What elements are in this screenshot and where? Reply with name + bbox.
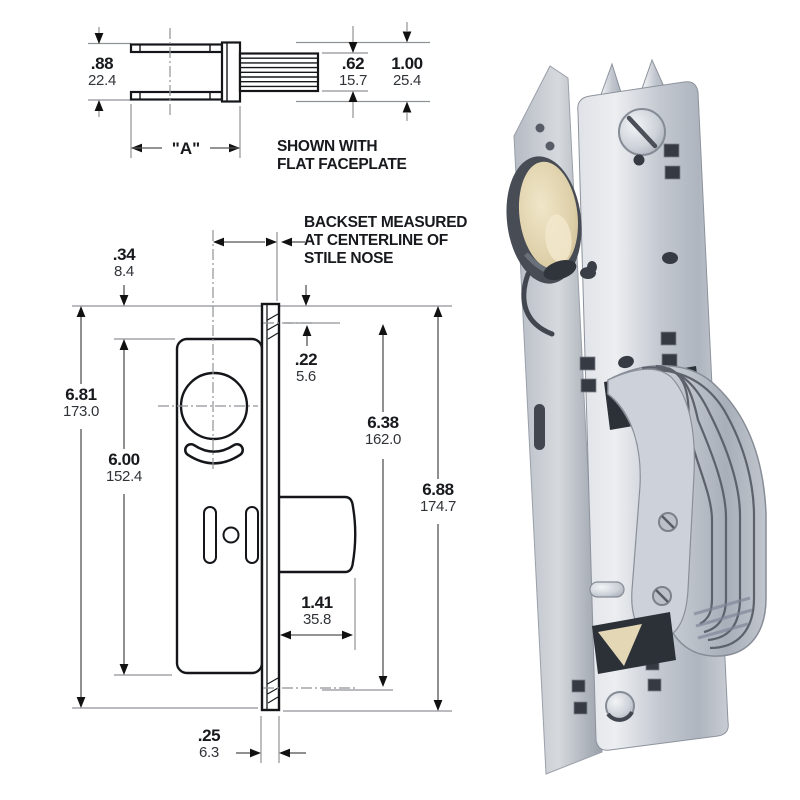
- pivot-pin: [589, 581, 625, 598]
- dimension-arrows: [76, 237, 443, 758]
- dim-nose-width: .62 15.7: [323, 55, 383, 89]
- dim-nose-center-offset: .22 5.6: [281, 351, 331, 385]
- lock-body-outline: [175, 302, 357, 712]
- dim-mm-value: 22.4: [88, 72, 116, 89]
- dim-case-height: 6.00 152.4: [94, 451, 154, 485]
- cylinder-screw: [618, 108, 666, 156]
- dim-case-width: .88 22.4: [72, 55, 132, 89]
- dim-inch-value: 1.41: [301, 593, 333, 612]
- dim-backset-a: "A": [171, 139, 201, 158]
- dim-faceplate-top-offset: .34 8.4: [98, 246, 150, 280]
- dim-mm-value: 8.4: [114, 263, 134, 280]
- caption-line: SHOWN WITH: [277, 138, 378, 155]
- caption-flat-faceplate: SHOWN WITH FLAT FACEPLATE: [277, 138, 407, 174]
- top-section-view: [88, 22, 430, 158]
- lamination-lines: [625, 364, 756, 650]
- dim-mm-value: 173.0: [62, 403, 100, 420]
- note-line: AT CENTERLINE OF: [304, 232, 448, 249]
- note-line: STILE NOSE: [304, 250, 394, 267]
- faceplate-section: [220, 41, 242, 103]
- centerlines: [158, 230, 356, 689]
- lamination-ribs: [693, 596, 753, 640]
- bottom-opening: [592, 612, 676, 674]
- dim-inch-value: .34: [112, 245, 136, 264]
- dim-inch-value: .25: [197, 726, 221, 745]
- spring-arc: [521, 271, 555, 337]
- dim-inch-value: 6.38: [367, 413, 399, 432]
- bottom-screw: [605, 691, 635, 722]
- dim-mm-value: 5.6: [296, 368, 316, 385]
- dim-inch-value: 1.00: [391, 54, 423, 73]
- deadbolt: [279, 495, 357, 574]
- extension-lines: [88, 22, 430, 158]
- mounting-slot-right: [245, 506, 259, 564]
- dim-mm-value: 6.3: [199, 744, 219, 761]
- side-slot: [534, 404, 545, 450]
- faceplate-break-marks: [267, 313, 279, 704]
- dim-left-height: 6.81 173.0: [51, 386, 111, 420]
- punched-holes: [571, 143, 681, 715]
- case-cross-section: [129, 41, 320, 103]
- section-detail-lines: [139, 42, 317, 102]
- caption-line: FLAT FACEPLATE: [277, 156, 407, 173]
- dimension-lines: [80, 241, 439, 754]
- dim-faceplate-thickness: .25 6.3: [184, 727, 234, 761]
- dim-nose-center-span: 6.38 162.0: [353, 414, 413, 448]
- dim-inch-value: 6.81: [65, 385, 97, 404]
- dim-mm-value: 35.8: [303, 611, 331, 628]
- product-photo: [506, 58, 767, 775]
- dim-mm-value: 152.4: [105, 468, 143, 485]
- dim-bolt-projection: 1.41 35.8: [287, 594, 347, 628]
- dim-inch-value: 6.88: [422, 480, 454, 499]
- dim-mm-value: 25.4: [393, 72, 421, 89]
- note-backset: BACKSET MEASURED AT CENTERLINE OF STILE …: [304, 214, 467, 268]
- bolt-screws: [652, 512, 678, 606]
- dim-mm-value: 162.0: [364, 431, 402, 448]
- front-section-view: [72, 230, 452, 763]
- note-line: BACKSET MEASURED: [304, 214, 468, 231]
- dim-mm-value: 174.7: [419, 498, 457, 515]
- cylinder-opening: [506, 156, 582, 284]
- dim-inch-value: .62: [341, 54, 365, 73]
- dim-faceplate-height: 6.88 174.7: [408, 481, 468, 515]
- dim-mm-value: 15.7: [339, 72, 367, 89]
- dim-faceplate-width: 1.00 25.4: [376, 55, 438, 89]
- dim-inch-value: .88: [90, 54, 114, 73]
- dim-inch-value: 6.00: [108, 450, 140, 469]
- mounting-slot-left: [203, 506, 217, 564]
- dim-inch-value: .22: [294, 350, 318, 369]
- faceplate: [260, 302, 281, 712]
- mounting-hole: [222, 526, 240, 544]
- bolt-front-plate: [607, 368, 695, 639]
